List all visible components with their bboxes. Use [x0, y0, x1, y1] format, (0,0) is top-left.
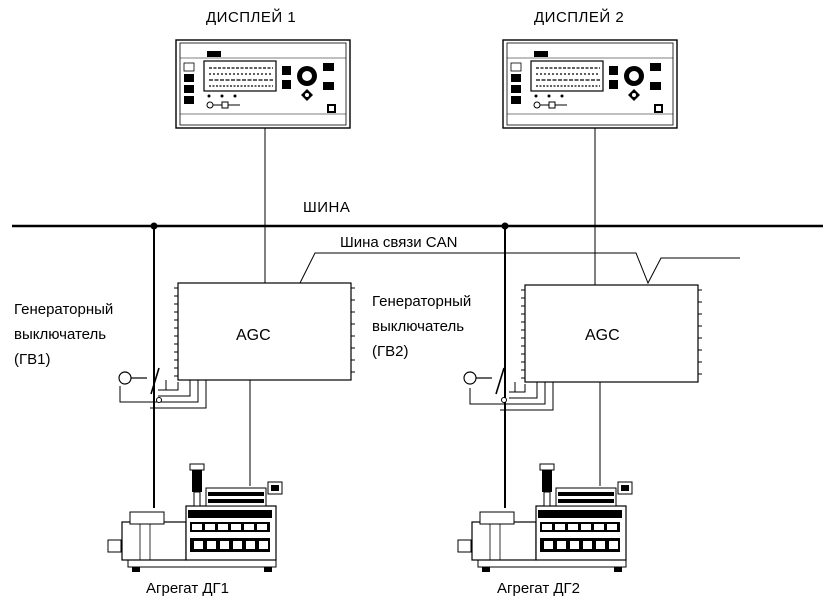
svg-text:(ГВ2): (ГВ2) [372, 343, 408, 360]
circuit-breaker-icon [118, 367, 163, 404]
display-2-label: ДИСПЛЕЙ 2 [534, 8, 624, 26]
agc-2-box [524, 284, 699, 383]
genset-2-label: Агрегат ДГ2 [497, 580, 580, 597]
svg-text:выключатель: выключатель [372, 318, 464, 335]
display-1-label: ДИСПЛЕЙ 1 [206, 8, 296, 26]
agc-1-box [177, 282, 352, 381]
can-bus-label: Шина связи CAN [340, 234, 457, 251]
genset-1-label: Агрегат ДГ1 [146, 580, 229, 597]
svg-text:(ГВ1): (ГВ1) [14, 351, 50, 368]
svg-text:выключатель: выключатель [14, 326, 106, 343]
generator-set-icon [457, 463, 633, 573]
display-unit-icon [502, 39, 678, 129]
bus-label: ШИНА [303, 199, 350, 216]
can-bus-line [299, 252, 740, 285]
agc-2-terminals [521, 289, 702, 379]
svg-text:Генераторный: Генераторный [372, 293, 471, 310]
display-unit-icon [175, 39, 351, 129]
agc-1-terminals [174, 287, 355, 377]
agc-2-label: AGC [585, 327, 620, 344]
agc-1-label: AGC [236, 327, 271, 344]
svg-text:Генераторный: Генераторный [14, 301, 113, 318]
group-2-wiring [469, 222, 601, 508]
breaker-2-label: Генераторный выключатель (ГВ2) [372, 293, 471, 360]
generator-set-icon [107, 463, 283, 573]
breaker-1-label: Генераторный выключатель (ГВ1) [14, 301, 113, 368]
